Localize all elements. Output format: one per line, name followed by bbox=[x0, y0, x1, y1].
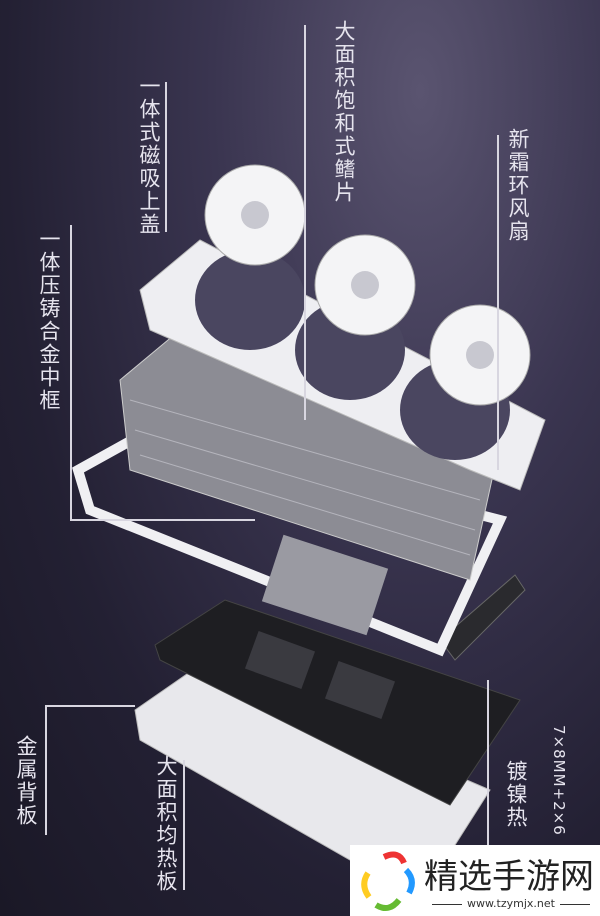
leader-line bbox=[487, 680, 489, 916]
leader-line bbox=[70, 519, 255, 521]
leader-line bbox=[497, 135, 499, 470]
label-heatpipes: 镀镍热 bbox=[504, 760, 528, 829]
watermark-logo-icon bbox=[361, 851, 415, 912]
leader-line bbox=[304, 25, 306, 420]
label-top-cover: 一体式磁吸上盖 bbox=[137, 75, 161, 236]
leader-line bbox=[45, 705, 47, 835]
watermark: 精选手游网 www.tzymjx.net bbox=[350, 845, 600, 916]
label-fins: 大面积饱和式鳍片 bbox=[332, 20, 356, 204]
leader-line bbox=[165, 82, 167, 232]
fan-hubs bbox=[241, 201, 494, 369]
io-bracket bbox=[439, 574, 526, 661]
leader-line bbox=[45, 705, 135, 707]
label-mid-frame: 一体压铸合金中框 bbox=[37, 228, 61, 412]
watermark-title: 精选手游网 bbox=[424, 857, 594, 897]
watermark-url: www.tzymjx.net bbox=[424, 897, 598, 910]
leader-line bbox=[70, 225, 72, 520]
label-vapor-chamber: 大面积均热板 bbox=[154, 755, 178, 893]
leader-line bbox=[183, 760, 185, 890]
label-backplate: 金属背板 bbox=[14, 735, 38, 827]
pcb-components bbox=[244, 630, 396, 720]
fin-lines bbox=[129, 399, 481, 556]
label-fans: 新霜环风扇 bbox=[506, 128, 530, 243]
vapor-chamber-plate bbox=[261, 534, 389, 636]
label-heatpipe-spec: 7×8MM+2×6 bbox=[550, 725, 568, 836]
